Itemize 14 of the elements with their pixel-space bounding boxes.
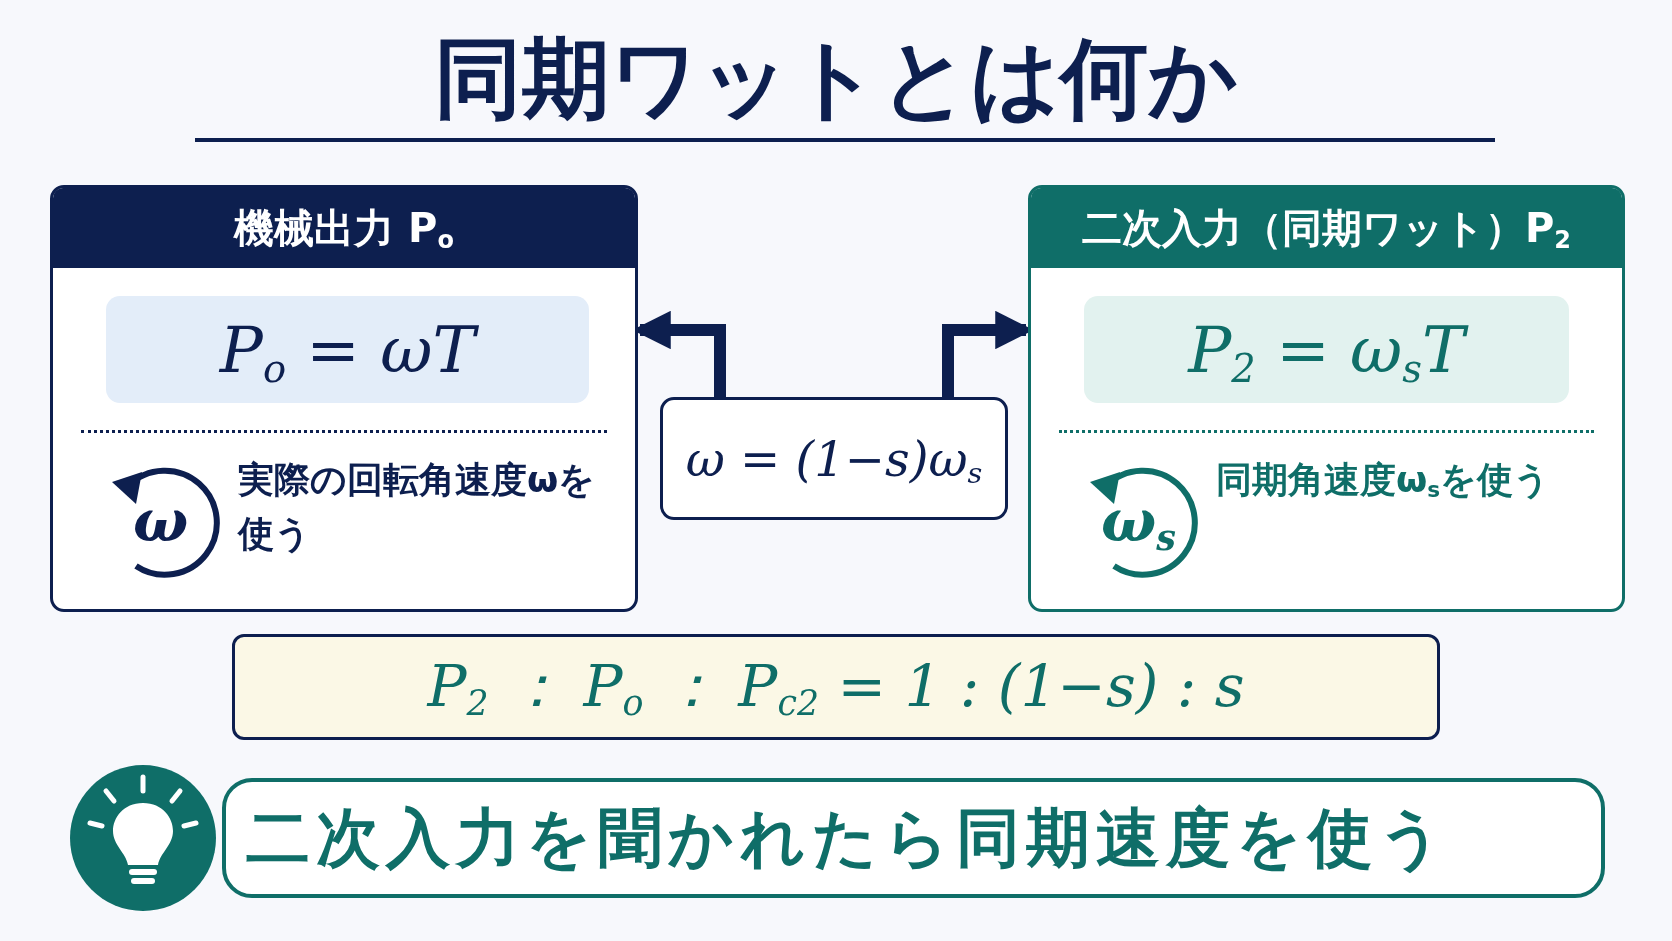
description-text: 実際の回転角速度ωを使う <box>238 458 597 556</box>
title: 同期ワットとは何か <box>433 26 1239 132</box>
card-header: 機械出力 P$_{o}$ <box>53 188 635 268</box>
formula-panel: P$_{o}$ = ωT <box>106 296 589 403</box>
formula-box: ω = (1−s)ω$_{s}$ <box>660 397 1008 520</box>
description-text: 同期角速度ω$_{s}$を使う <box>1216 458 1552 505</box>
key-point-banner: 二次入力を聞かれたら同期速度を使う <box>222 778 1605 898</box>
rotation-symbol: ω$_{s}$ <box>1101 486 1176 555</box>
formula-panel: P$_{2}$ = ω$_{s}$T <box>1084 296 1569 403</box>
card-header: 二次入力（同期ワット）P$_{2}$ <box>1031 188 1622 268</box>
card <box>1028 185 1625 612</box>
formula-box: P$_{2}$ ： P$_{o}$ ： P$_{c2}$ = 1 : (1−s) : s <box>232 634 1440 740</box>
rotation-symbol: ω <box>132 486 189 555</box>
card <box>50 185 638 612</box>
